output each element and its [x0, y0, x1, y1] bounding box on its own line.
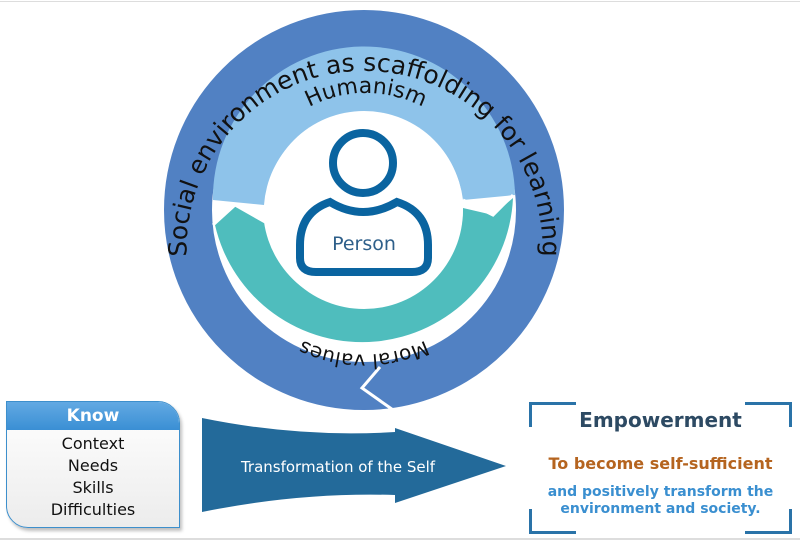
know-item: Context	[61, 434, 125, 453]
segment-notch	[462, 193, 515, 217]
humanism-segment	[212, 46, 515, 205]
bracket-corner	[529, 402, 576, 427]
empowerment-description: and positively transform the environment…	[547, 484, 774, 517]
person-head-icon	[329, 129, 397, 197]
know-item: Needs	[67, 456, 119, 475]
transformation-arrow	[202, 418, 506, 512]
ring-arrowhead	[359, 366, 397, 414]
know-box: Know Context Needs Skills Difficulties	[6, 401, 180, 528]
know-title: Know	[7, 402, 179, 430]
transformation-label: Transformation of the Self	[240, 458, 436, 476]
know-item: Skills	[72, 478, 114, 497]
person-body-icon	[296, 197, 432, 276]
moral-values-segment	[215, 198, 513, 343]
person-label: Person	[332, 233, 396, 255]
bracket-corner	[529, 509, 576, 534]
empowerment-title: Empowerment	[579, 408, 742, 432]
segment-notch	[211, 203, 266, 227]
empowerment-box: Empowerment To become self-sufficient an…	[529, 402, 792, 534]
bottom-divider	[0, 538, 800, 540]
empowerment-subtitle: To become self-sufficient	[548, 454, 773, 473]
bracket-corner	[745, 402, 792, 427]
bracket-corner	[745, 509, 792, 534]
top-divider	[0, 1, 800, 2]
know-item: Difficulties	[50, 500, 136, 519]
